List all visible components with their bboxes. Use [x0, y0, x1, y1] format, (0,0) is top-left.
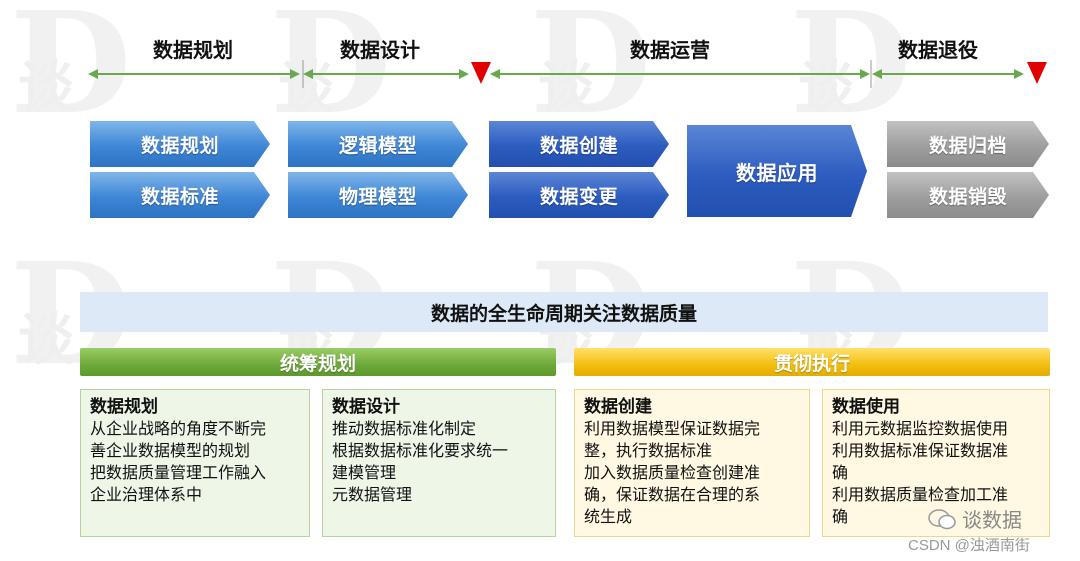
card-line: 确，保证数据在合理的系	[584, 485, 761, 504]
card-line: 善企业数据模型的规划	[90, 441, 251, 460]
timeline-arrow-design	[303, 69, 469, 79]
card-line: 确	[832, 463, 849, 482]
quality-banner: 数据的全生命周期关注数据质量	[80, 292, 1048, 332]
card-data-creation: 数据创建 利用数据模型保证数据完 整，执行数据标准 加入数据质量检查创建准 确，…	[574, 389, 810, 537]
card-line: 统生成	[584, 507, 633, 526]
stage-data-change: 数据变更	[489, 172, 669, 218]
stage-data-archive: 数据归档	[887, 121, 1049, 167]
design-end-marker	[471, 62, 491, 84]
watermark-letter: D	[790, 0, 912, 146]
card-data-usage: 数据使用 利用元数据监控数据使用 利用数据标准保证数据准 确 利用数据质量检查加…	[822, 389, 1050, 537]
watermark-letter: D	[10, 0, 132, 146]
watermark-letter: D	[270, 0, 392, 146]
card-line: 建模管理	[332, 463, 397, 482]
card-title: 数据使用	[832, 397, 900, 417]
card-title: 数据创建	[584, 397, 652, 417]
watermark-char: 谈	[538, 55, 594, 121]
stage-physical-model: 物理模型	[288, 172, 468, 218]
card-data-design: 数据设计 推动数据标准化制定 根据数据标准化要求统一 建模管理 元数据管理	[322, 389, 556, 537]
card-line: 整，执行数据标准	[584, 441, 713, 460]
timeline-arrow-planning	[88, 69, 300, 79]
card-line: 企业治理体系中	[90, 485, 203, 504]
timeline-arrow-operation	[490, 69, 870, 79]
section-bar-planning: 统筹规划	[80, 348, 556, 376]
timeline-arrow-retirement	[872, 69, 1024, 79]
card-line: 从企业战略的角度不断完	[90, 419, 267, 438]
wechat-icon	[928, 508, 956, 529]
retirement-end-marker	[1027, 62, 1047, 84]
section-bar-execution: 贯彻执行	[574, 348, 1050, 376]
stage-data-standards: 数据标准	[90, 172, 270, 218]
card-line: 元数据管理	[332, 485, 413, 504]
watermark-letter: D	[530, 0, 652, 146]
stage-data-creation: 数据创建	[489, 121, 669, 167]
card-line: 利用数据质量检查加工准	[832, 485, 1009, 504]
card-line: 推动数据标准化制定	[332, 419, 477, 438]
stage-data-application: 数据应用	[687, 125, 867, 217]
stage-data-destruction: 数据销毁	[887, 172, 1049, 218]
card-line: 利用元数据监控数据使用	[832, 419, 1009, 438]
phase-title-retirement: 数据退役	[898, 38, 978, 62]
credit-text: CSDN @浊酒南街	[908, 537, 1030, 554]
stage-data-planning: 数据规划	[90, 121, 270, 167]
phase-title-operation: 数据运营	[630, 38, 710, 62]
card-line: 利用数据模型保证数据完	[584, 419, 761, 438]
card-line: 利用数据标准保证数据准	[832, 441, 1009, 460]
card-line: 把数据质量管理工作融入	[90, 463, 267, 482]
watermark-char: 谈	[18, 307, 74, 373]
phase-title-planning: 数据规划	[153, 38, 233, 62]
brand-text: 谈数据	[962, 508, 1022, 532]
watermark-char: 谈	[278, 55, 334, 121]
card-data-planning: 数据规划 从企业战略的角度不断完 善企业数据模型的规划 把数据质量管理工作融入 …	[80, 389, 310, 537]
watermark-char: 谈	[18, 55, 74, 121]
timeline-divider	[870, 60, 872, 88]
phase-title-design: 数据设计	[340, 38, 420, 62]
watermark-char: 谈	[798, 55, 854, 121]
stage-logical-model: 逻辑模型	[288, 121, 468, 167]
card-title: 数据设计	[332, 397, 400, 417]
card-line: 根据数据标准化要求统一	[332, 441, 509, 460]
card-line: 确	[832, 507, 849, 526]
brand-watermark: 谈数据	[928, 504, 1022, 533]
card-title: 数据规划	[90, 397, 158, 417]
card-line: 加入数据质量检查创建准	[584, 463, 761, 482]
